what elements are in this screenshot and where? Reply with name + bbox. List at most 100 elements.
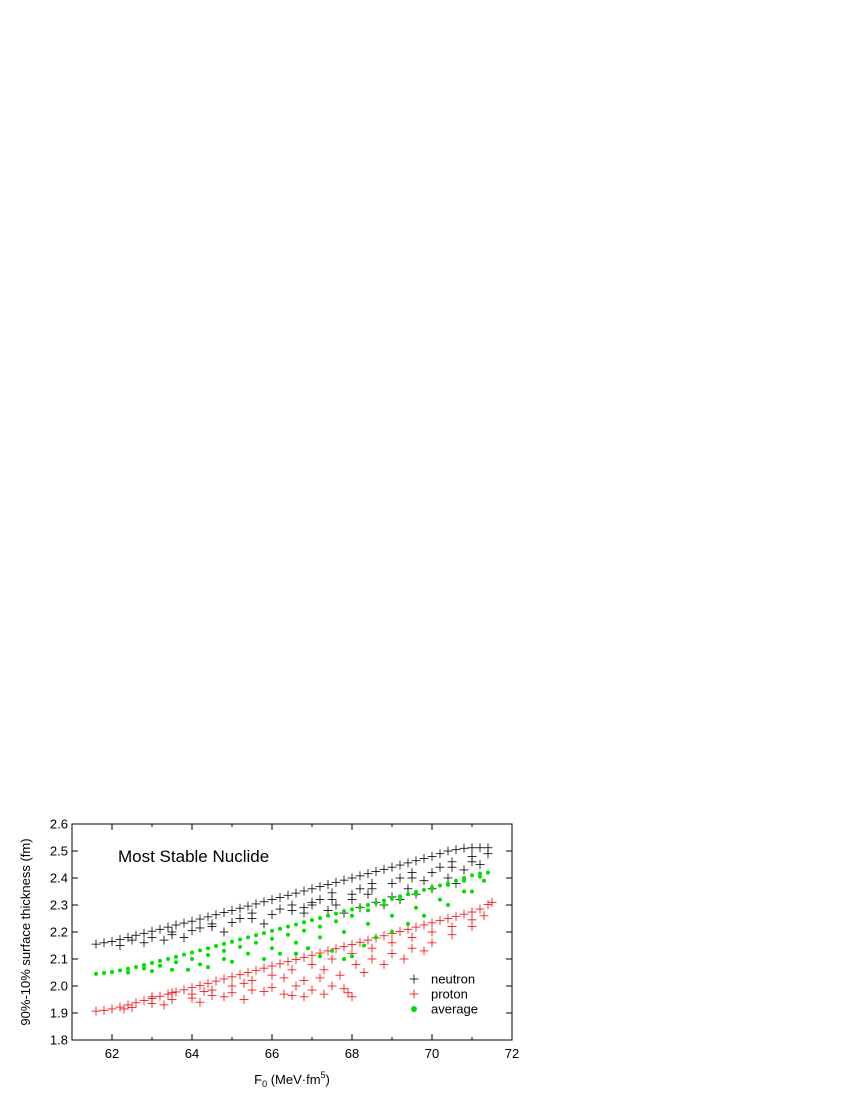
proton-point [227, 988, 237, 998]
proton-point [267, 970, 277, 980]
proton-point [287, 990, 297, 1000]
proton-point [91, 1006, 101, 1016]
proton-point [379, 931, 389, 941]
neutron-point [443, 846, 453, 856]
proton-point [411, 922, 421, 932]
legend-label: average [431, 1002, 478, 1017]
neutron-point [127, 935, 137, 945]
proton-point [219, 992, 229, 1002]
neutron-point [347, 895, 357, 905]
average-point [262, 931, 266, 936]
neutron-series [91, 843, 493, 950]
average-point [174, 960, 178, 965]
proton-point [119, 1004, 129, 1014]
average-point [110, 969, 114, 974]
neutron-point [259, 919, 269, 929]
proton-point [243, 968, 253, 977]
neutron-point [267, 895, 277, 905]
neutron-point [147, 932, 157, 942]
x-axis-title-subscript: 0 [262, 1079, 267, 1089]
average-point [382, 898, 386, 903]
neutron-point [467, 851, 477, 861]
average-point [342, 957, 346, 961]
legend-label: proton [431, 987, 468, 1002]
proton-point [367, 954, 377, 964]
neutron-point [159, 935, 169, 945]
proton-point [339, 984, 349, 994]
proton-point [327, 954, 337, 964]
proton-point [195, 980, 205, 990]
average-point [270, 928, 274, 933]
average-point [222, 941, 226, 946]
proton-point [299, 992, 309, 1002]
neutron-point [107, 936, 117, 946]
data-marks [91, 843, 497, 1016]
y-tick-label: 2.5 [50, 844, 68, 859]
proton-point [299, 952, 309, 962]
average-point [126, 966, 130, 971]
neutron-point [355, 871, 365, 881]
average-point [182, 952, 186, 957]
x-axis-title: F0 (MeV·fm5) [254, 1070, 330, 1089]
average-point [286, 932, 290, 937]
average-point [342, 930, 346, 934]
legend-marker [409, 989, 419, 999]
average-point [326, 913, 330, 918]
average-point [94, 971, 98, 976]
neutron-point [387, 878, 397, 888]
proton-point [407, 932, 417, 942]
proton-point [171, 987, 181, 997]
neutron-point [475, 843, 485, 853]
average-point [190, 950, 194, 955]
neutron-point [283, 890, 293, 900]
average-point [186, 967, 190, 972]
neutron-point [451, 845, 461, 855]
proton-point [279, 989, 289, 999]
average-point [278, 951, 282, 956]
average-point [462, 889, 466, 894]
average-point [158, 963, 162, 968]
average-point [446, 903, 450, 907]
average-point [206, 952, 210, 957]
x-tick-label: 66 [265, 1046, 279, 1061]
proton-point [291, 955, 301, 965]
average-point [414, 905, 418, 910]
average-point [430, 886, 434, 891]
proton-point [459, 909, 469, 919]
legend-item-neutron: neutron [409, 972, 475, 987]
proton-point [99, 1005, 109, 1015]
proton-point [279, 973, 289, 983]
proton-point [195, 997, 205, 1007]
proton-point [363, 935, 373, 945]
neutron-point [427, 868, 437, 878]
proton-point [467, 922, 477, 932]
x-tick-label: 68 [345, 1046, 359, 1061]
average-point [350, 954, 354, 959]
average-point [246, 951, 250, 956]
average-point [358, 905, 362, 910]
proton-point [147, 992, 157, 1002]
proton-point [207, 990, 217, 1000]
neutron-point [363, 869, 373, 879]
average-point [382, 903, 386, 907]
average-point [150, 969, 154, 974]
proton-point [331, 944, 341, 954]
neutron-point [395, 860, 405, 870]
proton-point [235, 970, 245, 980]
x-tick-label: 72 [505, 1046, 519, 1061]
proton-point [427, 927, 437, 937]
proton-point [395, 926, 405, 936]
neutron-point [243, 901, 253, 911]
average-point [318, 915, 322, 920]
neutron-point [447, 857, 457, 867]
average-point [446, 882, 450, 887]
proton-point [203, 978, 213, 988]
average-point [342, 909, 346, 914]
proton-point [267, 982, 277, 992]
average-point [374, 900, 378, 905]
neutron-point [327, 888, 337, 898]
proton-point [299, 976, 309, 986]
average-point [406, 921, 410, 926]
average-point [206, 946, 210, 951]
